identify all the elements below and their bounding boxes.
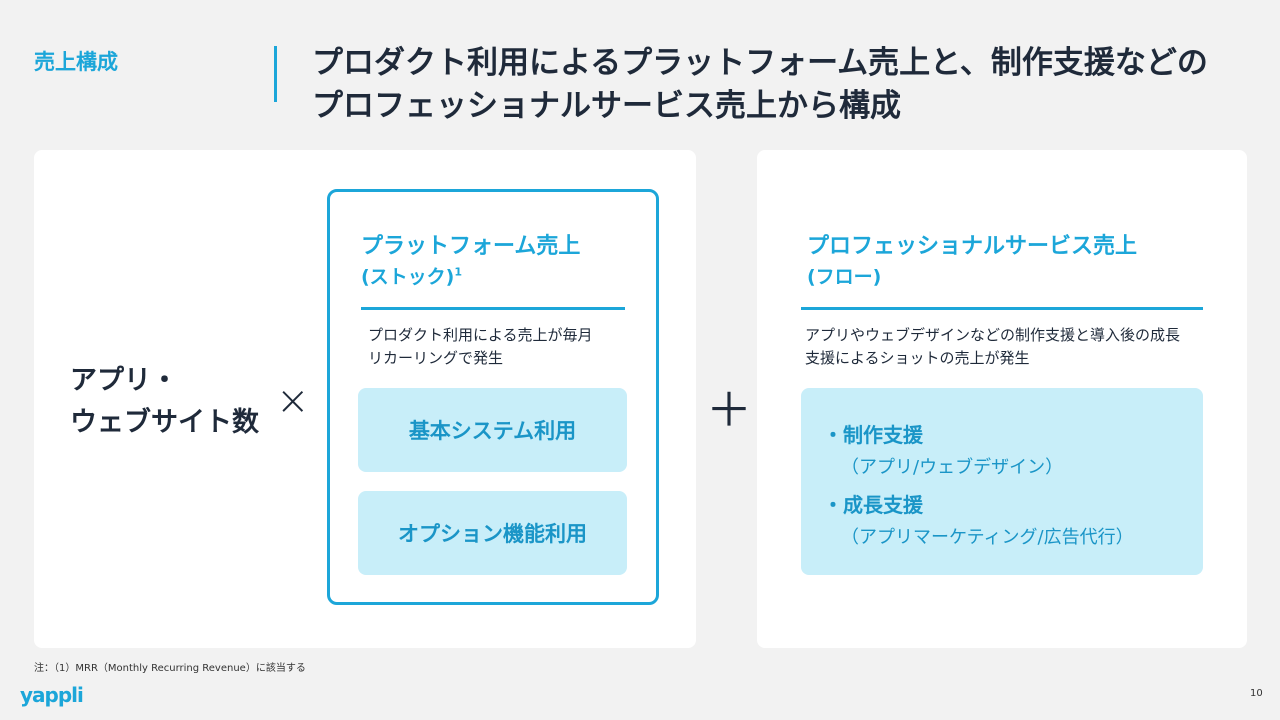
services-subtitle: (フロー) <box>807 266 882 288</box>
desc-line: 支援によるショットの売上が発生 <box>805 349 1030 367</box>
services-list: ・制作支援 （アプリ/ウェブデザイン） ・成長支援 （アプリマーケティング/広告… <box>801 388 1203 575</box>
multiply-icon: × <box>276 378 310 424</box>
desc-line: アプリやウェブデザインなどの制作支援と導入後の成長 <box>805 326 1181 344</box>
section-label: 売上構成 <box>34 50 118 74</box>
services-description: アプリやウェブデザインなどの制作支援と導入後の成長 支援によるショットの売上が発… <box>805 324 1180 370</box>
page-title: プロダクト利用によるプラットフォーム売上と、制作支援などの プロフェッショナルサ… <box>312 42 1208 128</box>
title-line-2: プロフェッショナルサービス売上から構成 <box>312 88 901 124</box>
services-title: プロフェッショナルサービス売上 <box>807 234 1138 259</box>
app-website-count-label: アプリ・ ウェブサイト数 <box>70 360 259 444</box>
option-feature-usage-item: オプション機能利用 <box>358 491 627 575</box>
platform-description: プロダクト利用による売上が毎月 リカーリングで発生 <box>368 324 593 370</box>
footnote: 注：（1）MRR（Monthly Recurring Revenue）に該当する <box>34 663 306 674</box>
label-line-2: ウェブサイト数 <box>70 407 259 438</box>
platform-subtitle: (ストック)1 <box>361 262 462 289</box>
service-item-label: ・成長支援 <box>823 493 923 517</box>
subtitle-text: (ストック) <box>361 266 455 288</box>
basic-system-usage-item: 基本システム利用 <box>358 388 627 472</box>
service-item-label: ・制作支援 <box>823 423 923 447</box>
platform-sales-box <box>327 189 659 605</box>
yappli-logo: yappli <box>20 683 84 707</box>
title-line-1: プロダクト利用によるプラットフォーム売上と、制作支援などの <box>312 45 1208 81</box>
platform-rule <box>361 307 625 310</box>
label-line-1: アプリ・ <box>70 365 178 396</box>
title-divider <box>274 46 277 102</box>
desc-line: プロダクト利用による売上が毎月 <box>368 326 593 344</box>
footnote-ref: 1 <box>454 265 463 279</box>
desc-line: リカーリングで発生 <box>368 349 504 367</box>
service-item-detail: （アプリマーケティング/広告代行） <box>841 527 1134 548</box>
page-number: 10 <box>1250 688 1263 699</box>
service-item-detail: （アプリ/ウェブデザイン） <box>841 457 1064 478</box>
plus-icon: ＋ <box>706 383 752 437</box>
platform-title: プラットフォーム売上 <box>361 234 581 259</box>
services-rule <box>801 307 1203 310</box>
